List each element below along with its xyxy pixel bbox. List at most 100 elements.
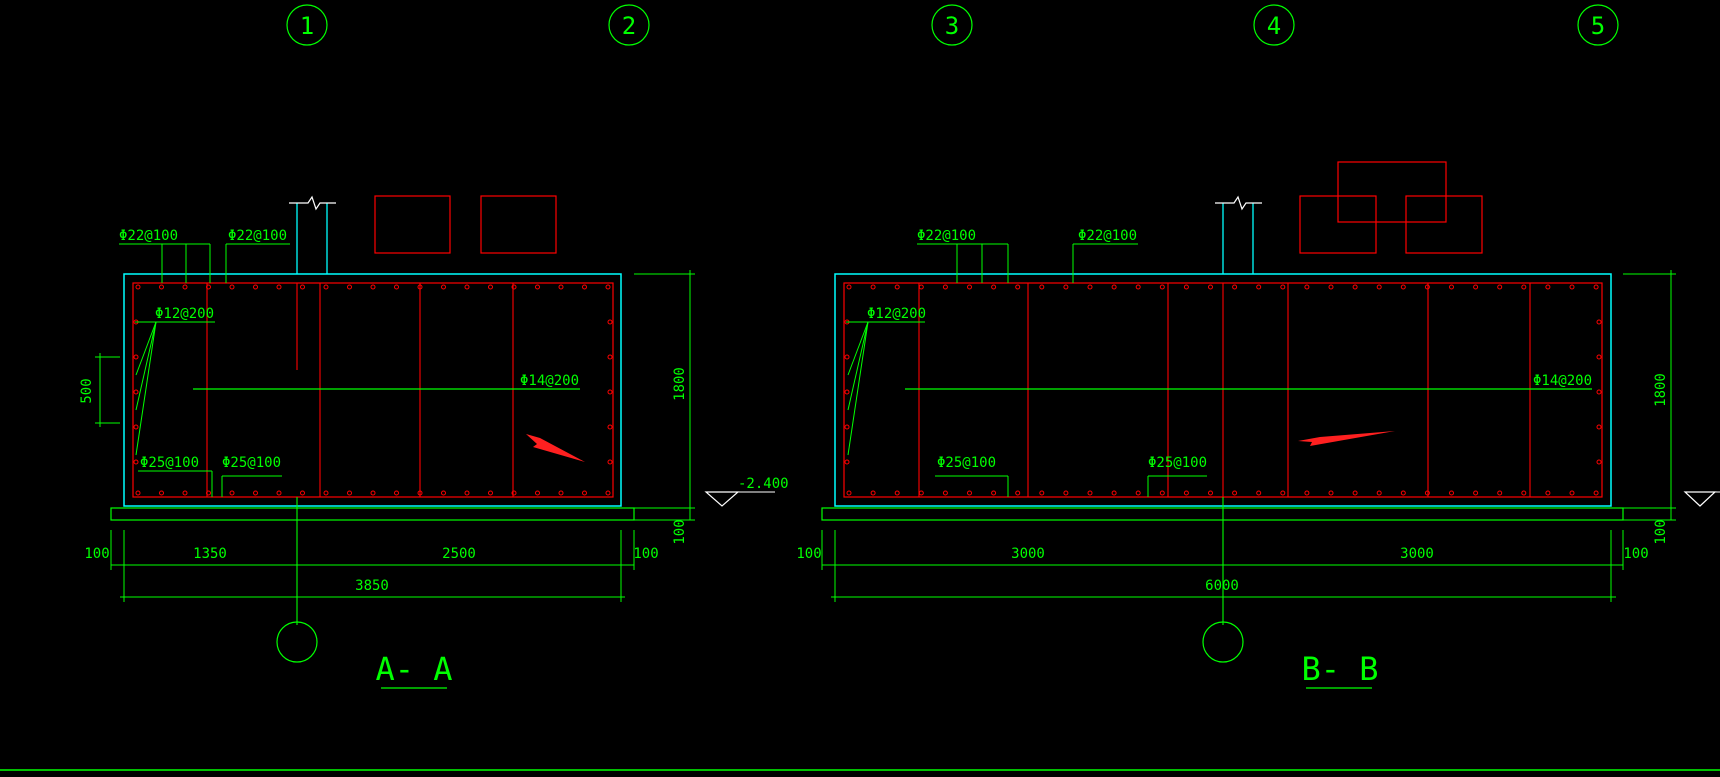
- rebar-dot: [1039, 284, 1045, 290]
- rebar-dot: [582, 284, 587, 290]
- rebar-label: Φ22@100: [1078, 228, 1137, 244]
- rebar-dot: [1159, 284, 1165, 290]
- rebar-dot: [1376, 490, 1382, 496]
- rebar-dot: [1545, 490, 1551, 496]
- rebar-label: Φ22@100: [228, 228, 287, 244]
- rebar-dot: [1596, 459, 1602, 465]
- bottom-dimensions: [821, 530, 1624, 602]
- dimension-text: 2500: [442, 546, 476, 562]
- opening-box: [374, 195, 451, 254]
- rebar-dot: [844, 424, 850, 430]
- rebar-dot: [417, 490, 423, 496]
- rebar-dot: [1596, 319, 1602, 325]
- height-dimension: [1623, 270, 1676, 521]
- rebar-dot: [300, 490, 305, 496]
- rebar-dot: [1376, 284, 1382, 290]
- rebar-dot: [488, 284, 493, 290]
- wall-outline: [123, 273, 622, 507]
- grid-axis-1: 1: [286, 4, 328, 46]
- grid-axis-label: 4: [1267, 12, 1281, 40]
- rebar-dots: [133, 284, 613, 496]
- rebar-dot: [1424, 284, 1430, 290]
- rebar-dot: [844, 354, 850, 360]
- rebar-dot: [511, 490, 517, 496]
- rebar-dot: [607, 354, 613, 360]
- grid-axis-label: 5: [1591, 12, 1605, 40]
- rebar-dot: [229, 490, 235, 496]
- rebar-dot: [607, 319, 613, 325]
- rebar-dot: [607, 459, 613, 465]
- rebar-dot: [1545, 284, 1551, 290]
- rebar-dot: [607, 424, 613, 430]
- rebar-dot: [844, 459, 850, 465]
- vertical-rebars: [918, 283, 1531, 497]
- rebar-dot: [1328, 284, 1334, 290]
- rebar-dot: [276, 284, 282, 290]
- rebar-dot: [991, 284, 997, 290]
- rebar-leaders: [119, 243, 290, 497]
- rebar-dot: [918, 490, 924, 496]
- rebar-dot: [441, 490, 446, 496]
- rebar-dot: [1424, 490, 1430, 496]
- rebar-dot: [844, 389, 850, 395]
- rebar-dot: [182, 490, 188, 496]
- rebar-dot: [1256, 284, 1262, 290]
- rebar-dot: [417, 284, 423, 290]
- rebar-dot: [1569, 490, 1575, 496]
- rebar-label: Φ12@200: [155, 306, 214, 322]
- section-b-labels: Φ22@100 Φ22@100 Φ12@200 Φ14@200 Φ25@100 …: [796, 228, 1669, 594]
- rebar-dot: [159, 284, 164, 290]
- rebar-dot: [1497, 284, 1503, 290]
- rebar-dot: [135, 284, 141, 290]
- rebar-label: Φ25@100: [1148, 455, 1207, 471]
- section-title: B- B: [1301, 650, 1378, 688]
- rebar-dot: [229, 284, 235, 290]
- rebar-dots: [844, 284, 1602, 496]
- rebar-dot: [846, 490, 852, 496]
- rebar-dot: [1304, 284, 1310, 290]
- rebar-dot: [133, 424, 139, 430]
- rebar-dot: [605, 490, 611, 496]
- rebar-dot: [1400, 490, 1406, 496]
- dimension-text: 100: [84, 546, 109, 562]
- rebar-dot: [464, 284, 470, 290]
- rebar-dot: [182, 284, 188, 290]
- section-a-labels: Φ22@100 Φ22@100 Φ12@200 Φ14@200 Φ25@100 …: [79, 228, 789, 594]
- rebar-label: Φ22@100: [917, 228, 976, 244]
- axis-bubble-empty: [1202, 621, 1244, 663]
- section-a-drawing[interactable]: [95, 195, 775, 689]
- dimension-text: 1350: [193, 546, 227, 562]
- rebar-dot: [1232, 284, 1238, 290]
- grid-axis-4: 4: [1253, 4, 1295, 46]
- rebar-dot: [1111, 284, 1117, 290]
- rebar-dot: [133, 459, 139, 465]
- annotation-arrow: [526, 434, 585, 462]
- rebar-dot: [991, 490, 997, 496]
- rebar-dot: [133, 389, 139, 395]
- rebar-label: Φ14@200: [520, 373, 579, 389]
- rebar-dot: [1352, 490, 1358, 496]
- dimension-text: 100: [796, 546, 821, 562]
- elevation-mark: [1683, 491, 1720, 507]
- dimension-text: 100: [1623, 546, 1648, 562]
- rebar-dot: [1183, 490, 1189, 496]
- rebar-dot: [1328, 490, 1334, 496]
- dimension-text: 1800: [672, 367, 688, 401]
- rebar-dot: [1135, 490, 1141, 496]
- rebar-dot: [1521, 284, 1527, 290]
- section-title: A- A: [375, 650, 452, 688]
- grid-axis-5: 5: [1577, 4, 1619, 46]
- annotation-arrow: [1298, 431, 1395, 446]
- rebar-dot: [1596, 389, 1602, 395]
- rebar-dot: [894, 284, 900, 290]
- section-b-drawing[interactable]: [821, 161, 1720, 689]
- column-stub: [1222, 203, 1254, 274]
- rebar-dot: [1135, 284, 1141, 290]
- rebar-label: Φ25@100: [222, 455, 281, 471]
- rebar-dot: [394, 490, 399, 496]
- rebar-dot: [558, 284, 564, 290]
- grid-axis-2: 2: [608, 4, 650, 46]
- rebar-dot: [1111, 490, 1117, 496]
- rebar-dot: [206, 284, 211, 290]
